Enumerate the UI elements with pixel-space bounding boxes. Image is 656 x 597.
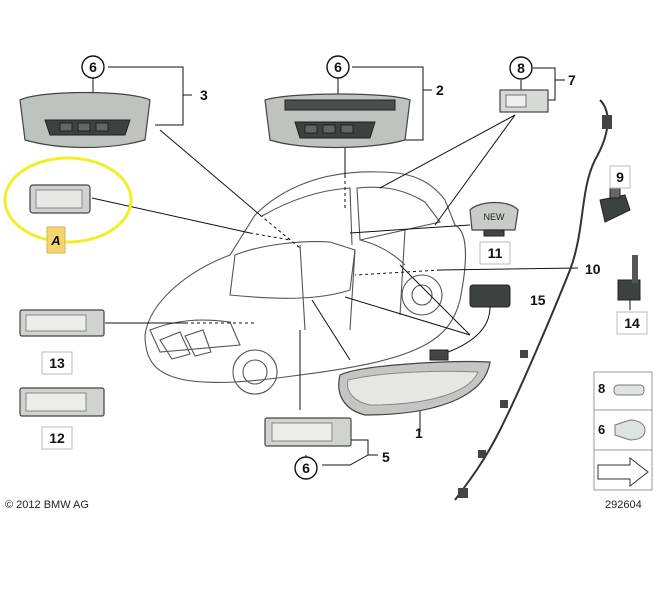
lamp-12 [19,387,105,417]
copyright-text: © 2012 BMW AG [5,499,89,511]
label-10: 10 [585,261,601,277]
callout-6-a: 6 [81,55,105,79]
badge-text: NEW [484,212,506,222]
label-3: 3 [200,87,208,103]
connector-9 [599,187,631,223]
label-A: A [50,233,60,248]
wiring-harness [454,99,612,501]
callout-6-c: 6 [294,456,318,480]
connector-14 [617,255,641,301]
label-9: 9 [616,169,624,185]
label-2: 2 [436,82,444,98]
box-13: 13 [41,351,73,375]
roof-console-3 [19,91,151,149]
callout-6-b: 6 [326,55,350,79]
label-8-a: 8 [517,60,525,76]
diagram-number: 292604 [605,499,642,511]
lamp-13 [19,309,105,337]
box-9: 9 [609,165,631,189]
mirror-indicator-1 [338,360,491,416]
label-7: 7 [568,72,576,88]
cable-module-15 [429,284,511,361]
label-13: 13 [49,355,65,371]
label-6-a: 6 [89,59,97,75]
roof-console-2 [264,93,411,149]
tag-A-bg [46,226,66,254]
leader-lines [91,66,631,466]
label-14: 14 [624,315,640,331]
reading-light-7 [499,89,549,113]
highlight-circle [3,156,133,244]
legend-label-6: 6 [598,422,605,437]
lamp-5 [264,417,352,447]
label-15: 15 [530,292,546,308]
callout-8-a: 8 [509,56,533,80]
label-1: 1 [415,425,423,441]
label-12: 12 [49,430,65,446]
button-11 [469,201,519,237]
lamp-A [29,184,91,214]
box-11: 11 [479,241,511,265]
label-6-b: 6 [334,59,342,75]
label-5: 5 [382,449,390,465]
bulb-legend [593,371,653,491]
label-6-c: 6 [302,460,310,476]
car-outline [144,171,466,395]
label-11: 11 [488,245,503,261]
box-12: 12 [41,426,73,450]
legend-label-8: 8 [598,381,605,396]
box-14: 14 [616,311,648,335]
